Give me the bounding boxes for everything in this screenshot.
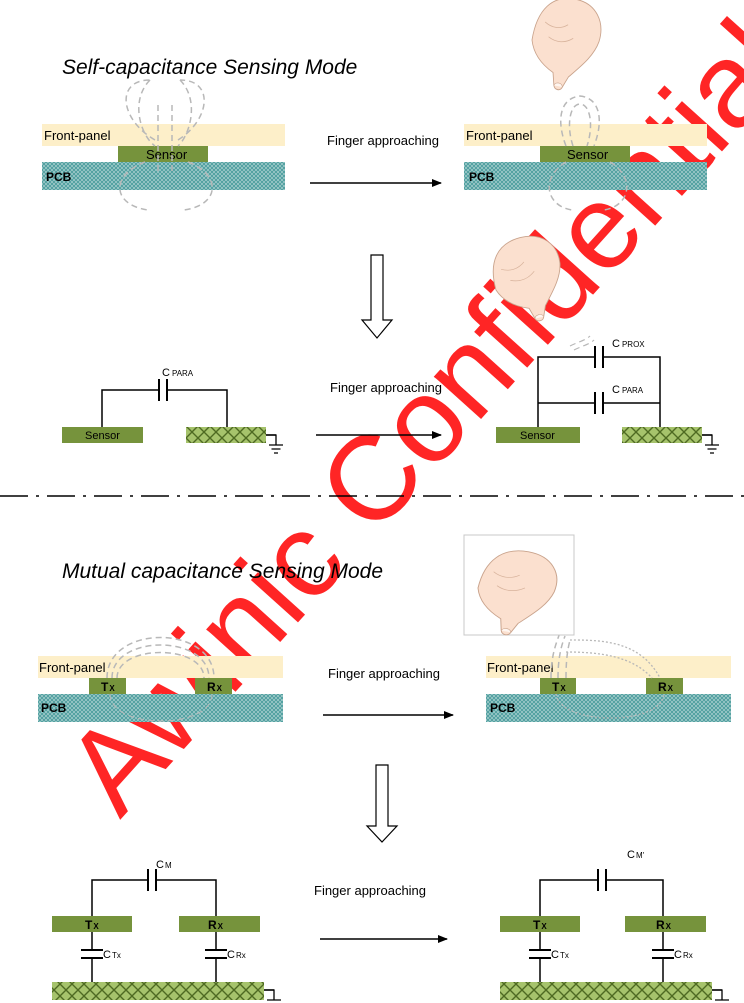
sensor-pad <box>496 427 580 443</box>
rx-pad <box>646 678 683 694</box>
ground-pad <box>500 982 712 1000</box>
ground-icon <box>263 989 282 1003</box>
mutual-circuit-transition-label: Finger approaching <box>314 883 426 898</box>
pcb-board <box>464 162 707 190</box>
front-panel-label: Front-panel <box>39 660 106 675</box>
front-panel <box>42 124 285 146</box>
c-tx-label: CTx <box>551 949 569 961</box>
mutual-mode-title: Mutual capacitance Sensing Mode <box>62 560 383 583</box>
tx-pad <box>540 678 576 694</box>
c-rx-label: CRx <box>227 949 246 961</box>
down-arrow-icon <box>360 254 394 339</box>
tx-pad <box>500 916 580 932</box>
self-stackup-idle: Front-panel Sensor PCB <box>42 79 285 211</box>
self-stackup-finger: Front-panel Sensor PCB <box>464 0 707 211</box>
mutual-circuit-finger: TX RX CM' CTx CRx <box>500 849 730 1003</box>
field-lines <box>548 95 628 211</box>
tx-pad <box>52 916 132 932</box>
sensor-label: Sensor <box>567 147 609 162</box>
self-circuit-transition-label: Finger approaching <box>330 380 442 395</box>
front-panel-label: Front-panel <box>44 128 111 143</box>
ground-icon <box>701 434 720 454</box>
self-transition-label: Finger approaching <box>327 133 439 148</box>
field-lines <box>106 636 215 722</box>
mutual-stackup-finger: Front-panel TX RX PCB <box>463 534 731 722</box>
rx-pad <box>195 678 232 694</box>
sensor-pad <box>118 146 208 162</box>
tx-label: TX <box>552 680 566 694</box>
mutual-stackup-idle: Front-panel TX RX PCB <box>38 636 283 722</box>
ground-pad <box>622 427 702 443</box>
ground-icon <box>265 434 284 454</box>
mutual-transition-label: Finger approaching <box>328 666 440 681</box>
pcb-label: PCB <box>41 701 67 715</box>
front-panel-label: Front-panel <box>487 660 554 675</box>
c-tx-label: CTx <box>103 949 121 961</box>
rx-pad <box>179 916 260 932</box>
front-panel <box>486 656 731 678</box>
rx-label: RX <box>656 918 672 932</box>
pcb-label: PCB <box>469 170 495 184</box>
sensor-pad <box>62 427 143 443</box>
field-lines <box>119 79 213 211</box>
ground-pad <box>186 427 266 443</box>
circuit-sensor-label: Sensor <box>85 430 120 442</box>
rx-pad <box>625 916 706 932</box>
ground-pad <box>52 982 264 1000</box>
self-mode-title: Self-capacitance Sensing Mode <box>62 56 357 79</box>
down-arrow-icon <box>365 764 399 843</box>
pcb-board <box>42 162 285 190</box>
front-panel-label: Front-panel <box>466 128 533 143</box>
ground-icon <box>711 989 730 1003</box>
pcb-label: PCB <box>490 701 516 715</box>
pcb-board <box>38 694 283 722</box>
tx-label: TX <box>533 918 547 932</box>
tx-label: TX <box>85 918 99 932</box>
pcb-label: PCB <box>46 170 72 184</box>
sensor-pad <box>540 146 630 162</box>
tx-pad <box>89 678 126 694</box>
c-rx-label: CRx <box>674 949 693 961</box>
front-panel <box>38 656 283 678</box>
front-panel <box>464 124 707 146</box>
tx-label: TX <box>101 680 115 694</box>
sensor-label: Sensor <box>146 147 188 162</box>
finger-icon <box>524 0 606 97</box>
mutual-circuit-idle: TX RX CM CTx CRx <box>52 859 282 1003</box>
rx-label: RX <box>208 918 224 932</box>
c-m-prime-label: CM' <box>627 849 645 861</box>
rx-label: RX <box>658 680 674 694</box>
rx-label: RX <box>207 680 223 694</box>
circuit-sensor-label: Sensor <box>520 430 555 442</box>
c-m-label: CM <box>156 859 172 871</box>
